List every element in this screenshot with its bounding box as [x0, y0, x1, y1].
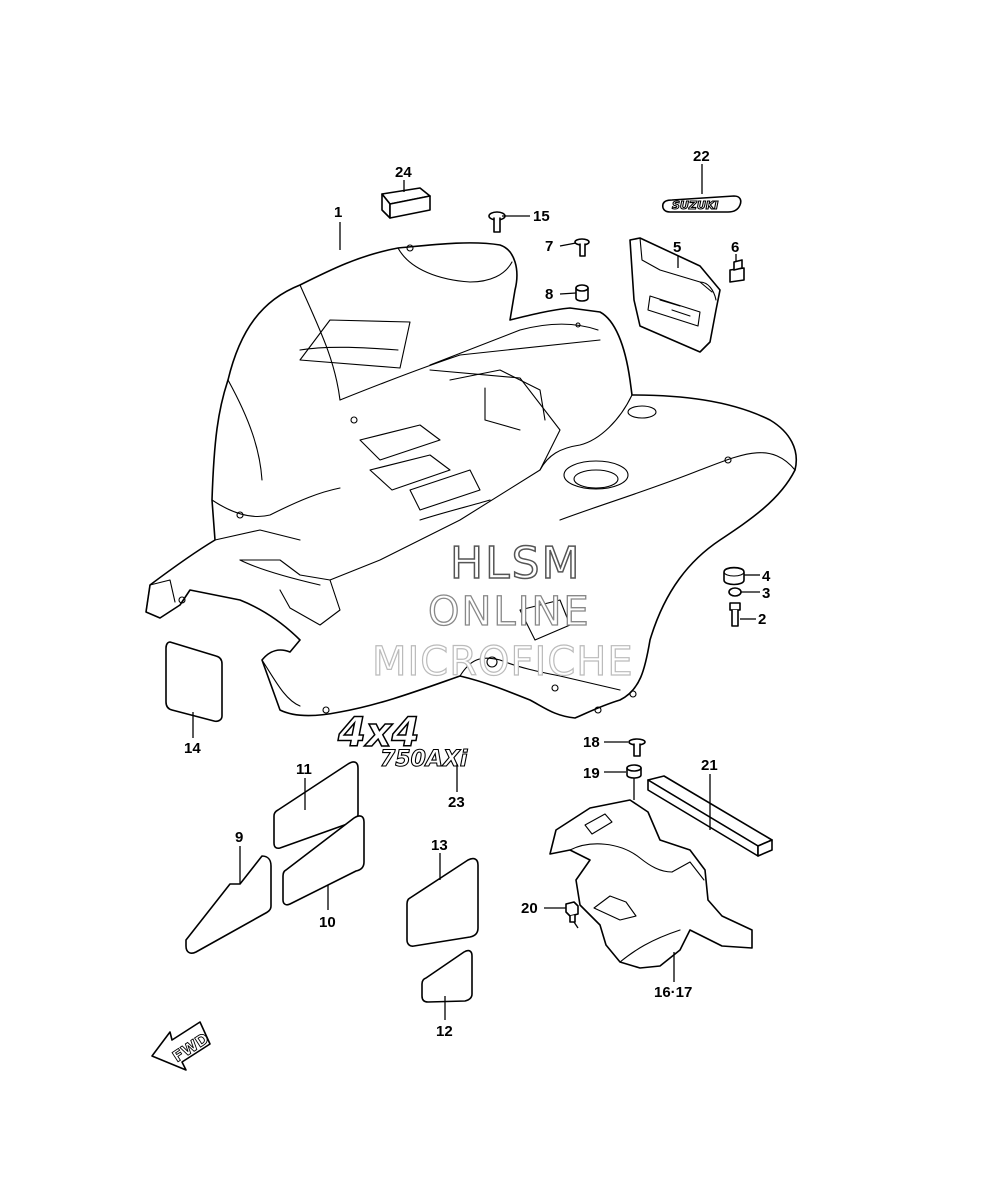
callout-23: 23: [448, 794, 465, 811]
bolt-15: [488, 211, 506, 233]
block-part: [381, 187, 431, 219]
bracket-5: [629, 237, 721, 353]
callout-2: 2: [758, 611, 766, 628]
suzuki-text: SUZUKI: [672, 199, 718, 212]
callouts: 1 2 3 4 5 6 7 8 9 10 11 12 13 14 15 16·1…: [184, 148, 771, 1040]
grommet-4: [723, 566, 745, 586]
callout-13: 13: [431, 837, 448, 854]
emblem-model-text: 750AXi: [380, 747, 468, 772]
callout-5: 5: [673, 239, 681, 256]
bolt-20: [565, 901, 579, 923]
fwd-arrow: FWD: [151, 1021, 212, 1071]
callout-8: 8: [545, 286, 553, 303]
bolt-18: [628, 738, 646, 757]
decal-9: [185, 855, 272, 954]
collar-3: [728, 587, 742, 597]
emblem-4x4-text: 4x4: [337, 710, 419, 756]
clip-6: [729, 259, 745, 283]
decal-13: [406, 857, 479, 947]
decal-10: [282, 815, 365, 906]
callout-7: 7: [545, 238, 553, 255]
watermark-line1: HLSM: [450, 538, 582, 589]
callout-14: 14: [184, 740, 201, 757]
watermark: HLSM ONLINE MICROFICHE: [371, 537, 634, 685]
watermark-line2: ONLINE: [428, 589, 591, 635]
callout-4: 4: [762, 568, 771, 585]
callout-21: 21: [701, 757, 718, 774]
callout-20: 20: [521, 900, 538, 917]
bolt-2: [729, 602, 741, 627]
mud-guard: [549, 799, 753, 969]
callout-19: 19: [583, 765, 600, 782]
callout-16-17: 16·17: [654, 984, 692, 1001]
watermark-line3: MICROFICHE: [372, 639, 634, 685]
callout-1: 1: [334, 204, 342, 221]
bolt-7: [574, 238, 590, 257]
leader-lines: [192, 164, 760, 1020]
callout-24: 24: [395, 164, 412, 181]
emblem-4x4: 4x4 750AXi: [336, 709, 468, 772]
callout-15: 15: [533, 208, 550, 225]
callout-6: 6: [731, 239, 739, 256]
callout-3: 3: [762, 585, 770, 602]
label-14: [165, 641, 223, 723]
callout-22: 22: [693, 148, 710, 165]
callout-18: 18: [583, 734, 600, 751]
rear-fender: [145, 242, 797, 719]
callout-11: 11: [296, 761, 312, 778]
spacer-19: [626, 764, 642, 779]
spacer-8: [575, 284, 589, 302]
suzuki-emblem: SUZUKI: [661, 195, 742, 213]
callout-12: 12: [436, 1023, 453, 1040]
callout-10: 10: [319, 914, 336, 931]
decal-12: [421, 949, 473, 1003]
callout-9: 9: [235, 829, 243, 846]
